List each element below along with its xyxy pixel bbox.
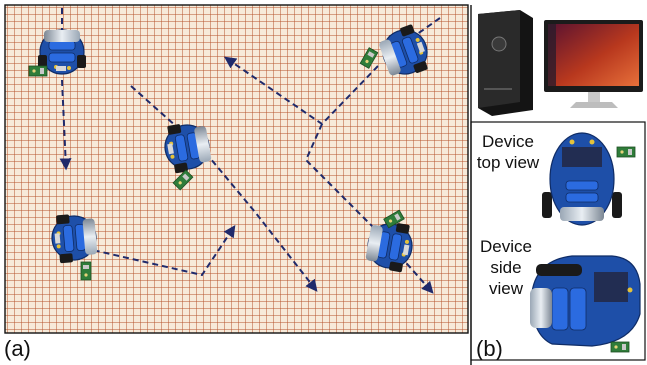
caption-top-view-line2: top view: [476, 153, 540, 172]
caption-side-view-line2: side: [490, 258, 522, 277]
sensor-board-icon: [610, 341, 630, 353]
panel-b-frame: [470, 121, 646, 361]
caption-top-view: Device top view: [476, 131, 540, 173]
monitor-icon: [544, 20, 643, 108]
panel-a-label: (a): [4, 336, 31, 361]
sensor-board-icon: [28, 65, 48, 77]
device-top-view: [542, 132, 622, 226]
trajectory-bottom-left: [83, 225, 236, 277]
sensor-board-icon: [616, 146, 636, 158]
device-side-view: [530, 255, 641, 347]
trajectories: [62, 8, 440, 292]
desktop-tower-icon: [478, 10, 533, 116]
trajectory-top-left: [62, 8, 66, 168]
panel-b-label: (b): [476, 336, 503, 361]
sensor-board-icon: [80, 261, 92, 281]
caption-side-view-line3: view: [488, 279, 523, 298]
caption-side-view-line1: Device: [480, 237, 532, 256]
caption-top-view-line1: Device: [482, 132, 534, 151]
caption-side-view: Device side view: [476, 236, 536, 299]
